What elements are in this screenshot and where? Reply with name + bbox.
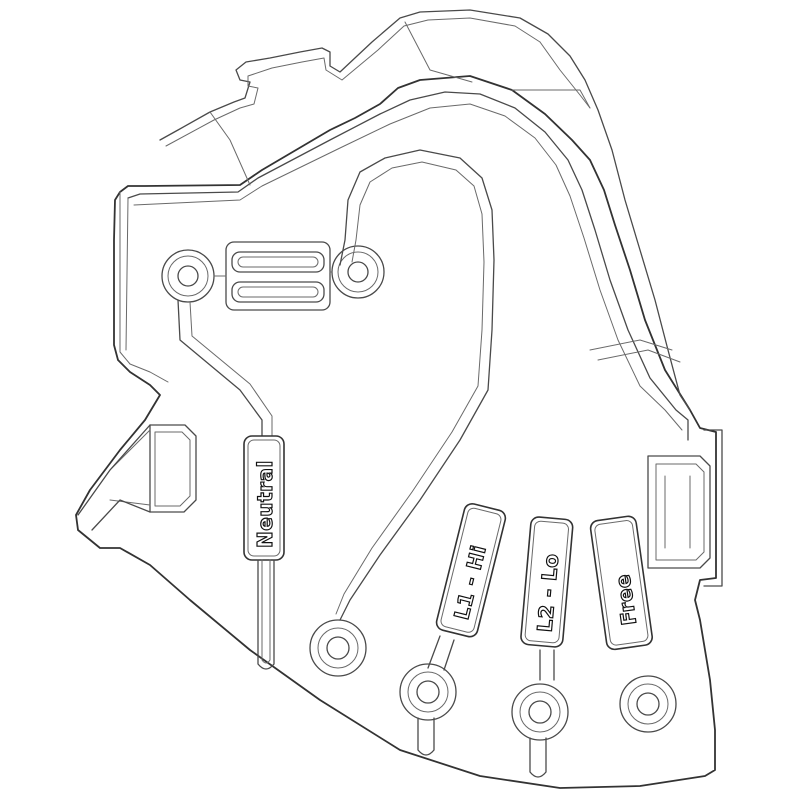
right-clip-tab xyxy=(647,429,723,587)
left-clip-tab xyxy=(77,424,197,531)
free-label-box xyxy=(589,515,653,651)
free-terminal: Free xyxy=(589,515,677,733)
l1-trace xyxy=(309,149,495,677)
l1-label-box xyxy=(435,502,507,638)
neutral-top-terminal xyxy=(161,241,385,311)
l2-lo-terminal: L2 - Lo xyxy=(511,516,574,778)
l2-label-box xyxy=(520,516,574,648)
l1-hi-terminal: L1 - Hi xyxy=(399,502,507,756)
neutral-label-box xyxy=(243,435,285,561)
neutral-label: Neutral xyxy=(253,460,277,548)
housing-outline xyxy=(75,9,717,789)
neutral-trace: Neutral xyxy=(177,299,285,670)
